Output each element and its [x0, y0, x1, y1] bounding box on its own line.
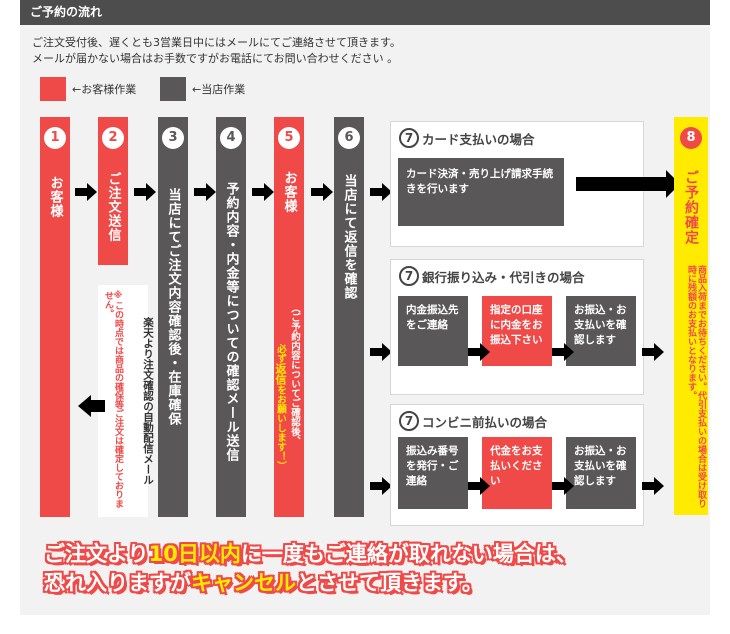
arrow-right-icon — [552, 477, 574, 495]
warning-2b: キャンセル — [191, 571, 296, 595]
step-1-number: 1 — [44, 127, 66, 149]
step-4-label: 予約内容・内金等についての確認メール送信 — [223, 182, 239, 462]
option-card-step-1: カード決済・売り上げ請求手続きを行います — [398, 158, 564, 226]
arrow-right-icon — [468, 343, 490, 361]
option-bank-step-2: 指定の口座に内金をお振込下さい — [482, 296, 552, 366]
arrow-right-icon — [642, 343, 664, 361]
arrow-right-icon — [576, 170, 680, 198]
option-card-title: 7 カード支払いの場合 — [399, 128, 535, 148]
warning-1a: ご注文より — [44, 542, 149, 566]
warning-2a: 恐れ入りますが — [44, 571, 191, 595]
step-5-customer-reply: 5 お客様 （ご予約内容についてご確認後、 必ず返信をお願いします！） — [274, 117, 304, 517]
rakuten-note-sub: ※この時点では商品の確保等ご注文は確定しておりません。 — [103, 291, 123, 508]
step-3-number: 3 — [162, 127, 184, 149]
step-2-number: 2 — [102, 127, 124, 149]
option-bank-step-1: 内金振込先をご連絡 — [398, 296, 468, 366]
arrow-right-icon — [252, 183, 274, 201]
option-conv-step-3: お振込・お支払いを確認します — [566, 437, 636, 509]
legend-customer: ←お客様作業 — [40, 77, 136, 101]
warning-1b: 10日以内 — [148, 542, 241, 566]
arrow-right-icon — [370, 183, 392, 201]
step-5-note-4: をお願いします！） — [275, 384, 286, 471]
step-8-note: 商品入荷までお待ちください。代引支払いの場合は受け取り時に残額のお支払いとなりま… — [686, 265, 706, 508]
warning-line-1: ご注文より10日以内に一度もご連絡が取れない場合は、 — [44, 540, 704, 569]
option-conv-step-1: 振込み番号を発行・ご連絡 — [398, 437, 468, 509]
arrow-right-icon — [75, 183, 97, 201]
option-bank-title: 7 銀行振り込み・代引きの場合 — [399, 266, 585, 286]
cancellation-warning: ご注文より10日以内に一度もご連絡が取れない場合は、 恐れ入りますがキャンセルと… — [44, 540, 704, 598]
step-8-label: ご予約確定 — [683, 169, 699, 245]
step-5-note-1: （ご予約内容についてご確認後、 — [289, 302, 300, 446]
step-5-note-2: 必ず — [275, 343, 286, 363]
option-convenience-store: 7 コンビニ前払いの場合 振込み番号を発行・ご連絡 代金をお支払いください お振… — [390, 404, 644, 526]
option-bank-number: 7 — [399, 266, 419, 286]
legend-shop-label: ←当店作業 — [192, 83, 246, 96]
option-conv-title-text: コンビニ前払いの場合 — [422, 414, 548, 430]
option-conv-step-2: 代金をお支払いください — [482, 437, 552, 509]
step-5-label: お客様 — [281, 171, 297, 213]
flow-panel: ご注文受付後、遅くとも3営業日中にはメールにてご連絡させて頂きます。 メールが届… — [20, 25, 710, 615]
step-5-note-emphasis: 必ず返信をお願いします！） — [272, 305, 287, 509]
intro-text: ご注文受付後、遅くとも3営業日中にはメールにてご連絡させて頂きます。 メールが届… — [32, 35, 401, 67]
step-3-order-check: 3 当店にてご注文内容確認後・在庫確保 — [158, 117, 188, 517]
arrow-right-icon — [468, 477, 490, 495]
option-card-title-text: カード支払いの場合 — [422, 131, 535, 147]
step-5-note-3: 返信 — [274, 362, 287, 385]
step-5-note: （ご予約内容についてご確認後、 必ず返信をお願いします！） — [274, 239, 304, 509]
option-card-number: 7 — [399, 128, 419, 148]
step-3-label: 当店にてご注文内容確認後・在庫確保 — [165, 188, 181, 426]
intro-line-2: メールが届かない場合はお手数ですがお電話にてお問い合わせください 。 — [32, 52, 399, 65]
option-conv-title: 7 コンビニ前払いの場合 — [399, 411, 547, 431]
warning-line-2: 恐れ入りますがキャンセルとさせて頂きます。 — [44, 569, 704, 598]
legend-customer-label: ←お客様作業 — [72, 83, 137, 96]
flow-diagram: 1 お客様 2 ご注文送信 楽天より注文確認の自動配信メール ※この時点では商品… — [40, 117, 712, 547]
legend-shop-swatch — [160, 77, 186, 101]
rakuten-auto-mail-note: 楽天より注文確認の自動配信メール ※この時点では商品の確保等ご注文は確定しており… — [98, 285, 154, 517]
step-6-reply-check: 6 当店にて返信を確認 — [334, 117, 364, 517]
legend-customer-swatch — [40, 77, 66, 101]
step-6-number: 6 — [338, 127, 360, 149]
arrow-right-icon — [552, 343, 574, 361]
warning-2c: とさせて頂きます。 — [296, 571, 483, 595]
step-5-number: 5 — [278, 127, 300, 149]
option-bank-title-text: 銀行振り込み・代引きの場合 — [422, 269, 585, 285]
section-title: ご予約の流れ — [30, 5, 103, 19]
step-2-send-order: 2 ご注文送信 — [98, 117, 128, 265]
step-4-confirm-mail: 4 予約内容・内金等についての確認メール送信 — [216, 117, 246, 517]
rakuten-note-main: 楽天より注文確認の自動配信メール — [142, 317, 154, 485]
arrow-right-icon — [370, 477, 392, 495]
step-2-label: ご注文送信 — [105, 172, 121, 242]
arrow-right-icon — [370, 343, 392, 361]
step-1-label: お客様 — [47, 176, 63, 218]
option-conv-number: 7 — [399, 411, 419, 431]
step-1-customer: 1 お客様 — [40, 117, 70, 517]
option-bank-step-3: お振込・お支払いを確認します — [566, 296, 636, 366]
arrow-right-icon — [134, 183, 156, 201]
step-4-number: 4 — [220, 127, 242, 149]
arrow-right-icon — [642, 477, 664, 495]
arrow-left-icon — [78, 395, 105, 417]
arrow-right-icon — [311, 183, 333, 201]
warning-1c: に一度もご連絡が取れない場合は、 — [240, 542, 577, 566]
intro-line-1: ご注文受付後、遅くとも3営業日中にはメールにてご連絡させて頂きます。 — [32, 36, 401, 49]
option-bank-transfer: 7 銀行振り込み・代引きの場合 内金振込先をご連絡 指定の口座に内金をお振込下さ… — [390, 259, 644, 395]
step-6-label: 当店にて返信を確認 — [341, 174, 357, 300]
section-header: ご予約の流れ — [20, 0, 710, 25]
legend-shop: ←当店作業 — [160, 77, 245, 101]
arrow-right-icon — [194, 183, 216, 201]
step-8-reservation-confirmed: 8 ご予約確定 商品入荷までお待ちください。代引支払いの場合は受け取り時に残額の… — [674, 117, 708, 515]
step-8-number: 8 — [680, 127, 702, 149]
